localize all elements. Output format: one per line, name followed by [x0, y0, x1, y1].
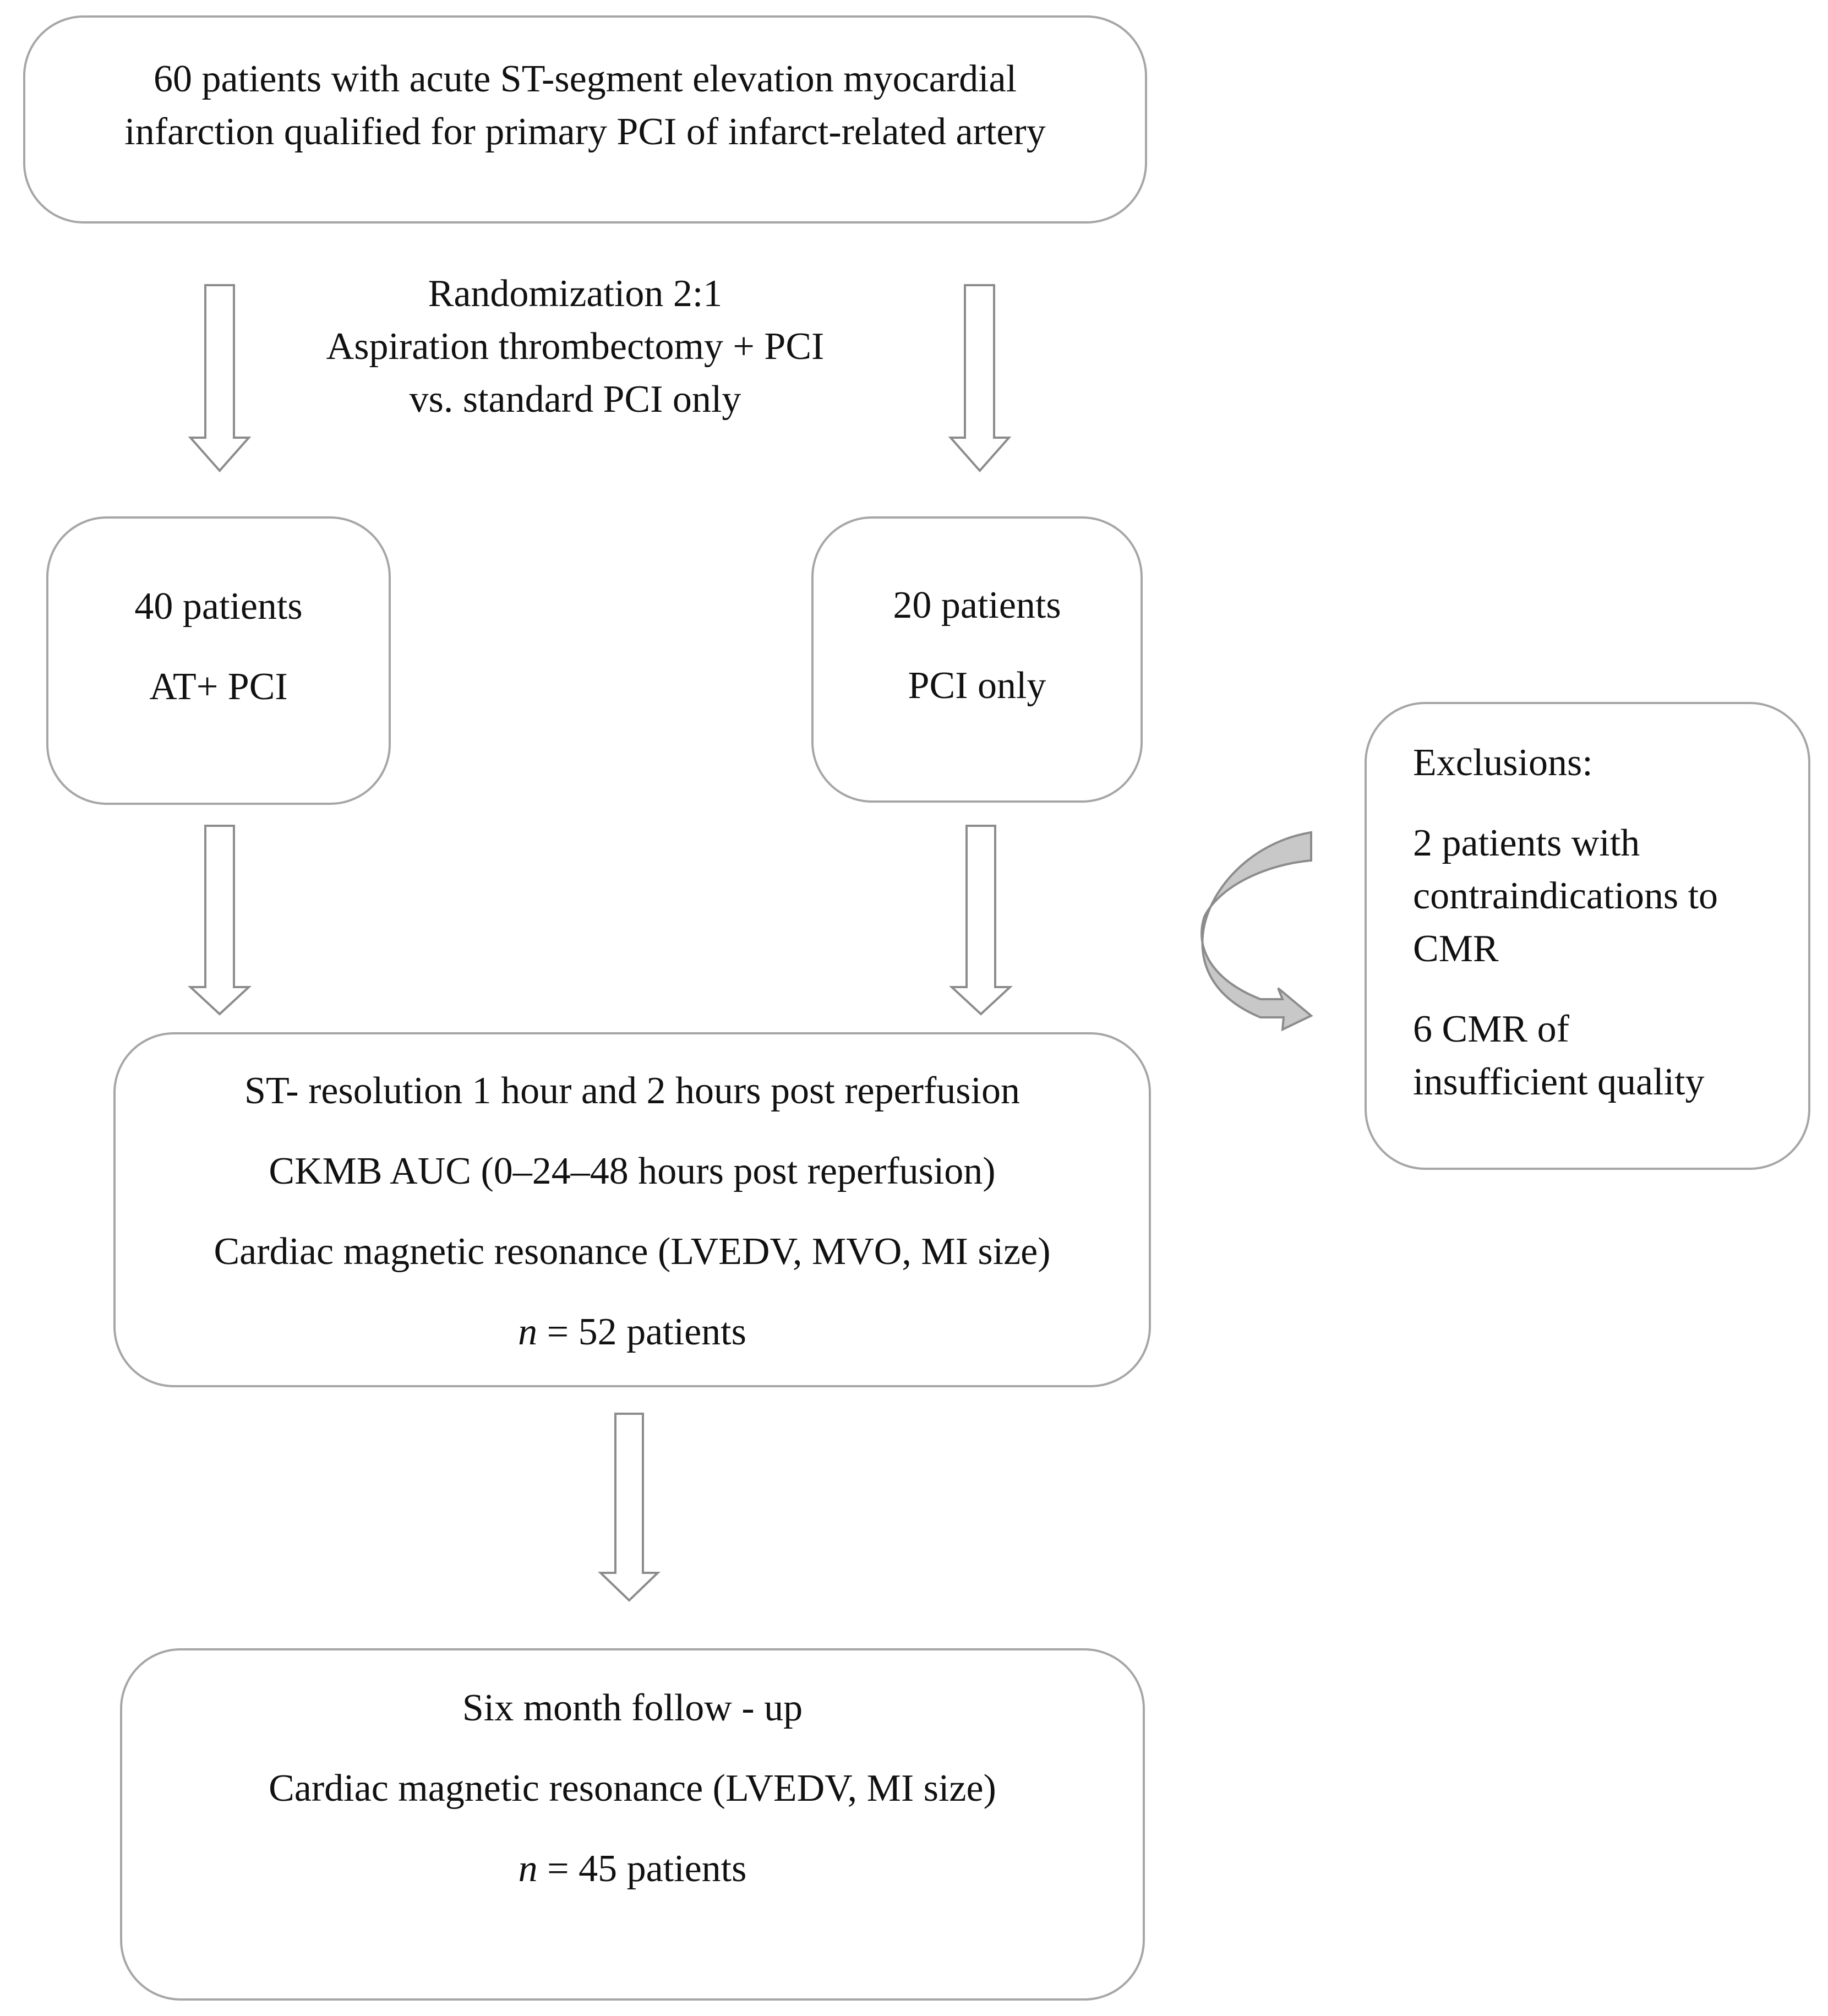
followup-box — [120, 1648, 1145, 2001]
down-arrow-left-1 — [188, 284, 252, 473]
enrollment-line-2: infarction qualified for primary PCI of … — [124, 111, 1046, 153]
analysis-n-symbol: n — [518, 1311, 538, 1353]
down-arrow-right-1 — [948, 284, 1012, 473]
followup-line-1: Six month follow - up — [462, 1687, 803, 1729]
analysis-line-3: Cardiac magnetic resonance (LVEDV, MVO, … — [214, 1230, 1051, 1273]
exclusion-item-2-line-1: 6 CMR of — [1413, 1008, 1569, 1050]
followup-line-2: Cardiac magnetic resonance (LVEDV, MI si… — [269, 1767, 996, 1810]
group-at-pci-box — [46, 516, 391, 805]
randomization-line-3: vs. standard PCI only — [409, 378, 741, 421]
exclusion-item-1-line-3: CMR — [1413, 928, 1499, 970]
followup-n-symbol: n — [518, 1848, 538, 1890]
analysis-line-2: CKMB AUC (0–24–48 hours post reperfusion… — [269, 1150, 996, 1192]
group-pci-only-box — [811, 516, 1143, 803]
exclusion-item-2-line-2: insufficient quality — [1413, 1061, 1705, 1103]
analysis-n-value: = 52 patients — [537, 1311, 746, 1353]
exclusions-box — [1365, 702, 1810, 1170]
analysis-line-1: ST- resolution 1 hour and 2 hours post r… — [244, 1070, 1020, 1112]
followup-n-value: = 45 patients — [537, 1848, 747, 1890]
randomization-line-1: Randomization 2:1 — [428, 273, 723, 315]
exclusion-item-1-line-1: 2 patients with — [1413, 822, 1640, 864]
group-at-pci-label: AT+ PCI — [149, 666, 288, 708]
enrollment-box — [23, 15, 1147, 224]
exclusions-title: Exclusions: — [1413, 742, 1593, 784]
exclusion-item-1-line-2: contraindications to — [1413, 875, 1718, 917]
analysis-sample-size: n = 52 patients — [113, 1306, 1151, 1359]
group-at-pci-count: 40 patients — [134, 585, 303, 628]
down-arrow-center — [598, 1413, 661, 1602]
analysis-box — [113, 1032, 1151, 1387]
randomization-line-2: Aspiration thrombectomy + PCI — [326, 325, 825, 368]
group-pci-only-label: PCI only — [908, 664, 1046, 707]
followup-sample-size: n = 45 patients — [120, 1843, 1145, 1895]
curved-exclusion-arrow — [1201, 831, 1313, 1032]
group-pci-only-count: 20 patients — [893, 584, 1061, 626]
down-arrow-right-2 — [948, 825, 1013, 1016]
down-arrow-left-2 — [187, 825, 252, 1016]
enrollment-line-1: 60 patients with acute ST-segment elevat… — [153, 58, 1017, 100]
